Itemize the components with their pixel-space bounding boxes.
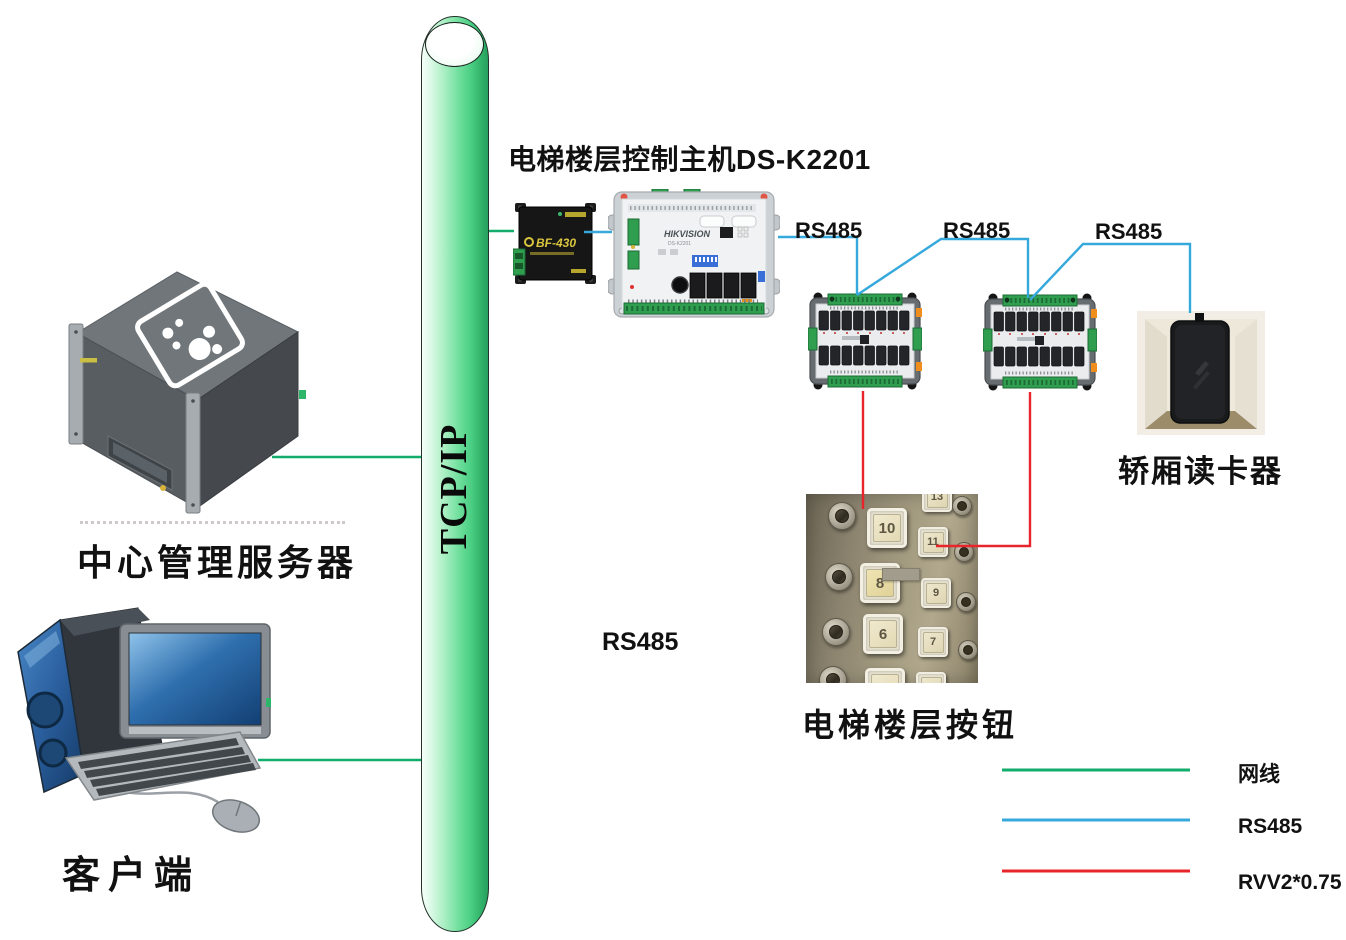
rs485-wire-label-3: RS485 [1095,219,1163,244]
controller-brand: HIKVISION [664,229,711,239]
floor-button-partial [916,672,946,683]
panel-label-plate [882,568,920,581]
panel-keyswitch [825,563,853,591]
diagram-title: 电梯楼层控制主机DS-K2201 [508,144,871,175]
client-mouse [211,799,261,833]
client-label: 客户端 [62,855,201,897]
legend-row-rvv: RVV2*0.75 [1002,868,1342,895]
legend-rvv-swatch [1002,869,1190,873]
legend-row-network: 网线 [1002,763,1280,788]
tcpip-backbone-pipe [421,16,489,932]
rs485-wire-label-1: RS485 [795,218,863,243]
panel-keyswitch-small [952,496,972,516]
panel-keyswitch-small [956,592,976,612]
server-network-port [299,390,306,399]
client-pc-illustration [17,607,271,833]
legend-network-label: 网线 [1238,763,1280,786]
floor-button-panel-label: 电梯楼层按钮 [802,707,1019,743]
server-label: 中心管理服务器 [76,542,357,583]
legend-network-swatch [1002,768,1190,772]
panel-keyswitch [819,666,847,683]
controller-model: DS-K2201 [668,241,691,247]
floor-button-9: 9 [921,578,951,608]
tcpip-label: TCP/IP [433,423,475,555]
bf430-label: BF-430 [536,236,576,250]
legend-row-rs485: RS485 [1002,815,1303,839]
panel-keyswitch-small [954,542,974,562]
relay-module-2 [983,293,1097,391]
panel-keyswitch-small [958,640,978,660]
card-reader-label: 轿厢读卡器 [1118,454,1283,489]
rs485-wire-label-2: RS485 [943,218,1011,243]
panel-keyswitch [828,502,856,530]
central-server-illustration [68,271,306,514]
floor-button-panel: 10 8 6 13 11 9 7 [806,494,978,683]
server-top-logo [135,281,245,389]
floor-button-7: 7 [918,627,948,657]
rs485-bus-label: RS485 [602,628,679,656]
pipe-top-cap [425,22,484,67]
card-reader [1137,311,1265,435]
wire-rs485-controller-module1 [778,235,859,295]
floor-button-partial [865,668,905,683]
dsk2201-controller: HIKVISION DS-K2201 [608,189,780,318]
floor-button-10: 10 [867,508,907,548]
server-shadow [80,521,345,524]
wire-rs485-module1-module2 [856,237,1030,298]
relay-module-1 [808,292,922,390]
floor-button-11: 11 [918,527,948,557]
floor-button-6: 6 [863,614,903,654]
floor-button-13: 13 [922,494,952,512]
legend-rs485-label: RS485 [1238,815,1303,838]
legend-rs485-swatch [1002,818,1190,822]
legend-rvv-label: RVV2*0.75 [1238,871,1342,894]
bf430-converter: BF-430 [513,203,596,284]
panel-keyswitch [822,618,850,646]
